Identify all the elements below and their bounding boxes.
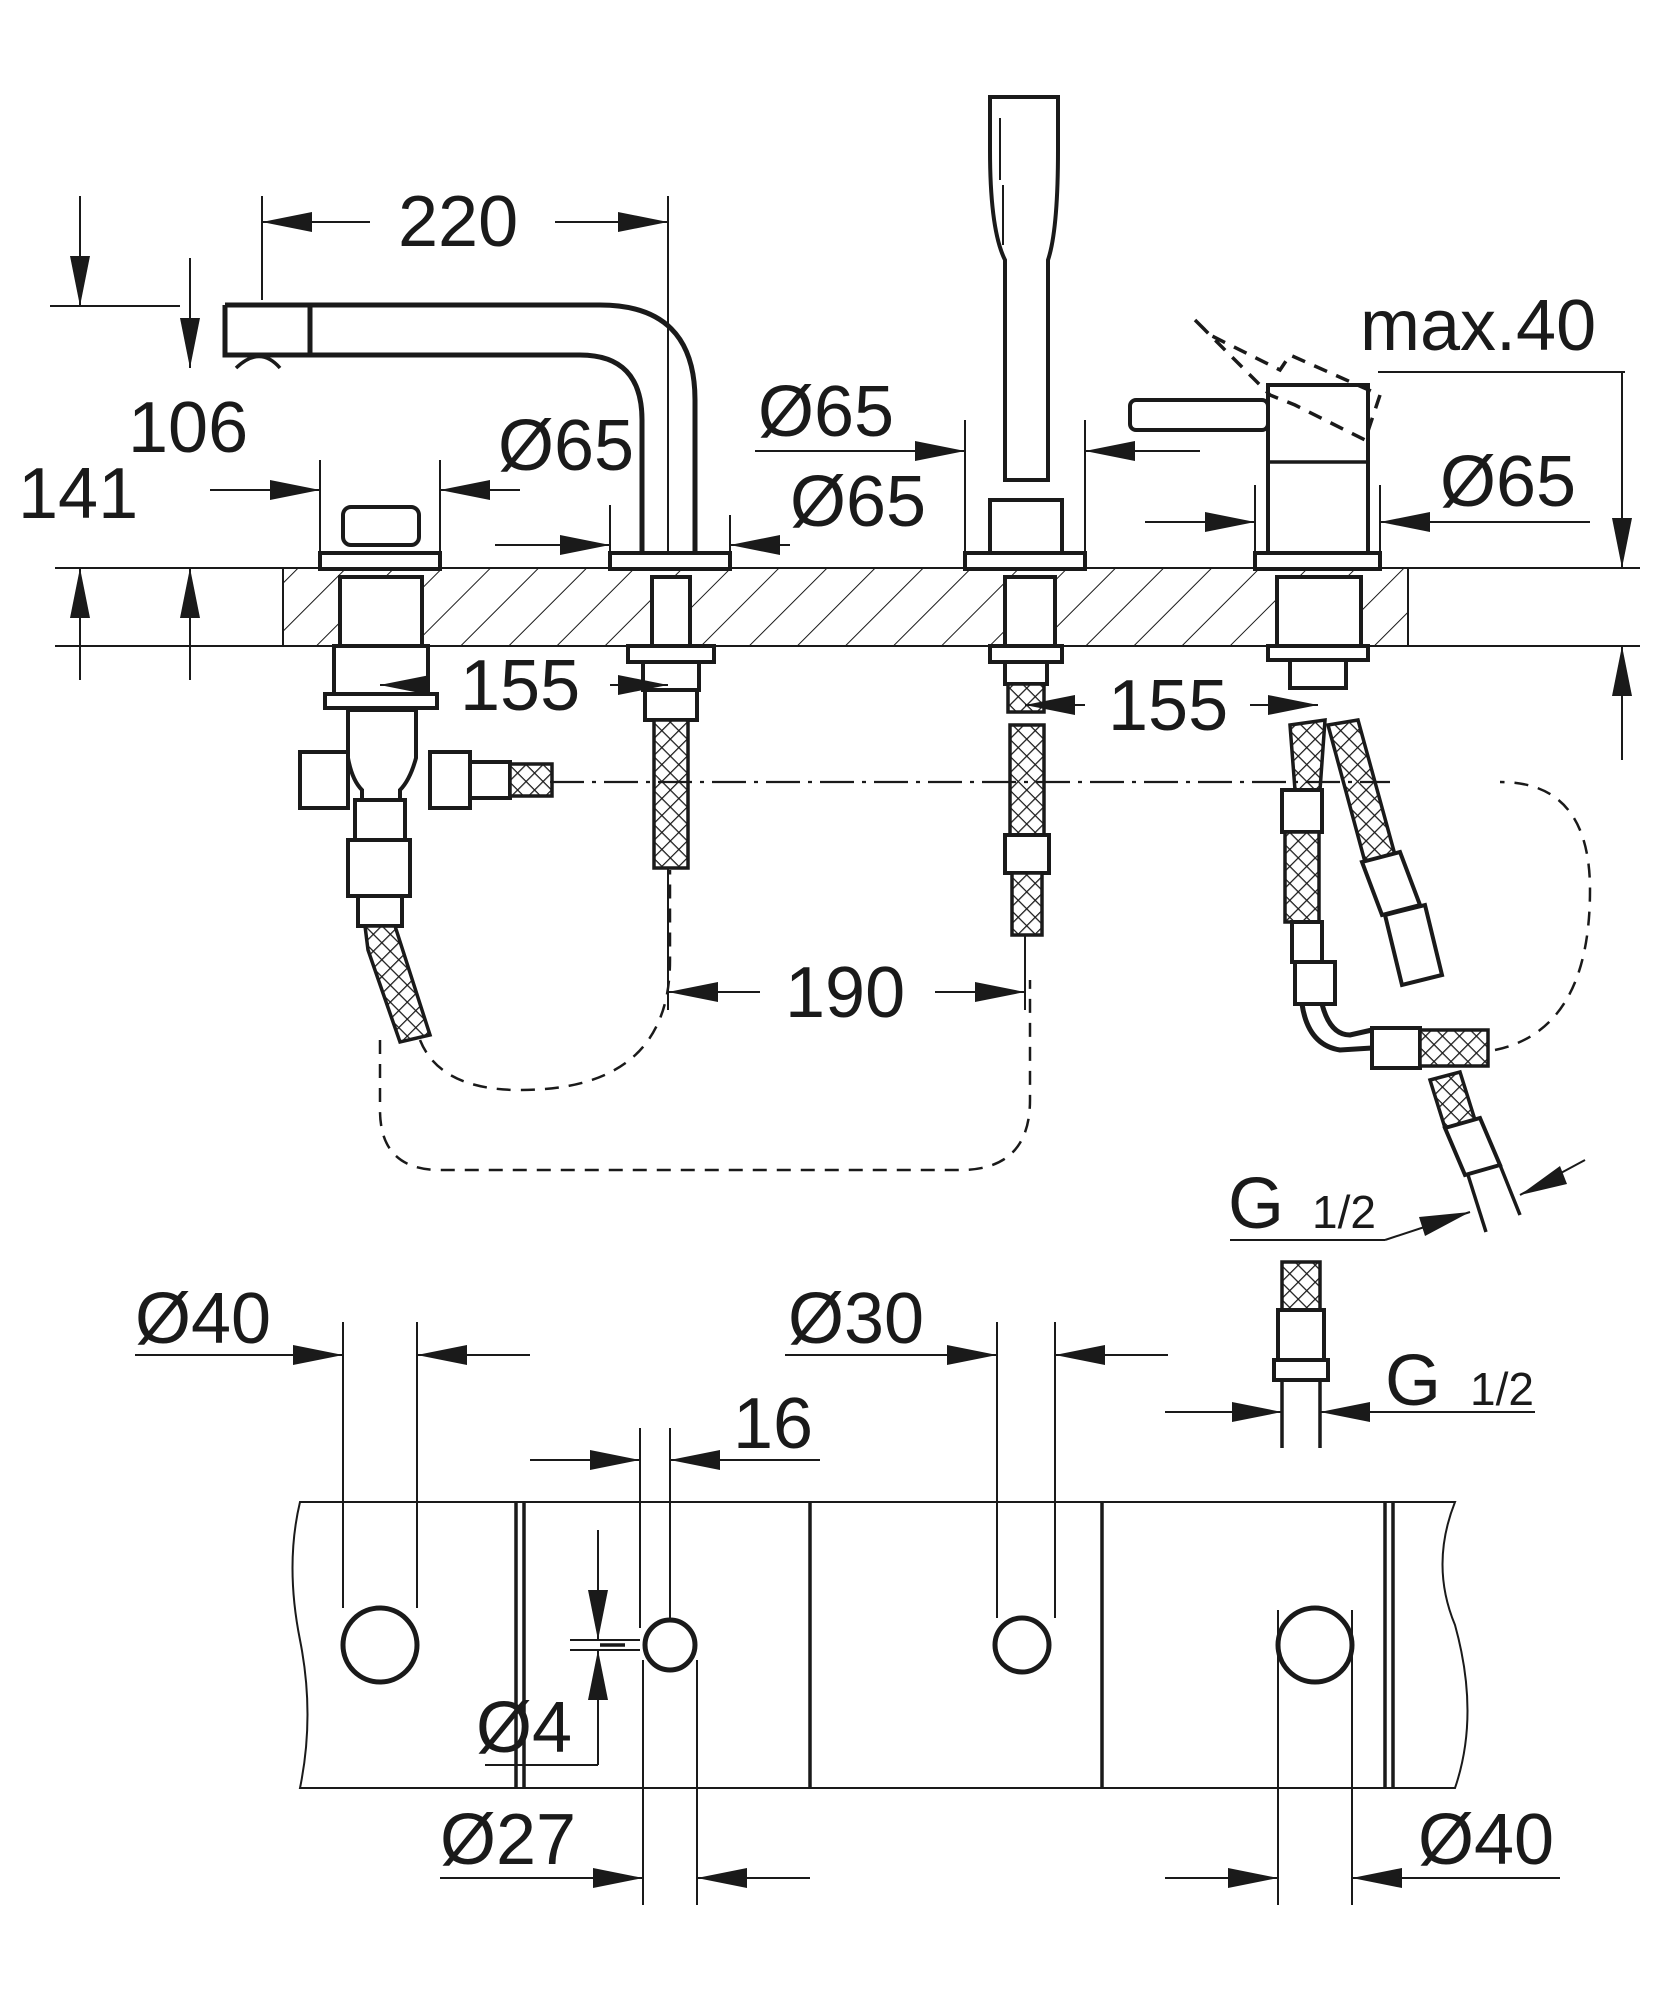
mixer-hoses — [1280, 717, 1522, 1233]
dimension-lines-lower — [135, 1260, 1560, 1905]
label-spacing-left: 155 — [460, 646, 580, 726]
dimension-lines-upper — [50, 196, 1632, 1241]
label-dia-spout-base: Ø65 — [790, 462, 926, 542]
label-spacing-mid: 190 — [785, 953, 905, 1033]
lever-mixer — [1128, 318, 1383, 690]
diverter-button — [298, 505, 554, 1045]
label-hole-mid: Ø30 — [788, 1279, 924, 1359]
label-dia-button: Ø65 — [498, 406, 634, 486]
label-spout-reach: 220 — [398, 182, 518, 262]
label-spacing-right: 155 — [1108, 666, 1228, 746]
label-thread-upper-fraction: 1/2 — [1312, 1186, 1376, 1238]
hand-shower — [963, 95, 1087, 937]
label-spout-height: 106 — [128, 388, 248, 468]
label-thread-lower: G — [1385, 1341, 1441, 1421]
label-lever-max: max.40 — [1360, 286, 1596, 366]
label-hole-left: Ø40 — [135, 1279, 271, 1359]
spout-connector — [626, 575, 716, 870]
label-thread-upper: G — [1228, 1164, 1284, 1244]
spout — [222, 302, 732, 571]
mounting-plate — [291, 1501, 1469, 1789]
label-hole-small: Ø27 — [440, 1800, 576, 1880]
label-thread-lower-fraction: 1/2 — [1470, 1363, 1534, 1415]
label-hole-right: Ø40 — [1418, 1800, 1554, 1880]
label-dia-shower-base: Ø65 — [1440, 442, 1576, 522]
dimension-labels: 220 106 141 Ø65 Ø65 Ø65 Ø65 max.40 155 1… — [18, 182, 1596, 1880]
label-pin: Ø4 — [476, 1688, 572, 1768]
label-dia-shower: Ø65 — [758, 372, 894, 452]
deck-section — [55, 567, 1640, 647]
dash-lines — [378, 780, 1592, 1172]
label-hole-small-width: 16 — [733, 1384, 813, 1464]
label-total-height: 141 — [18, 454, 138, 534]
